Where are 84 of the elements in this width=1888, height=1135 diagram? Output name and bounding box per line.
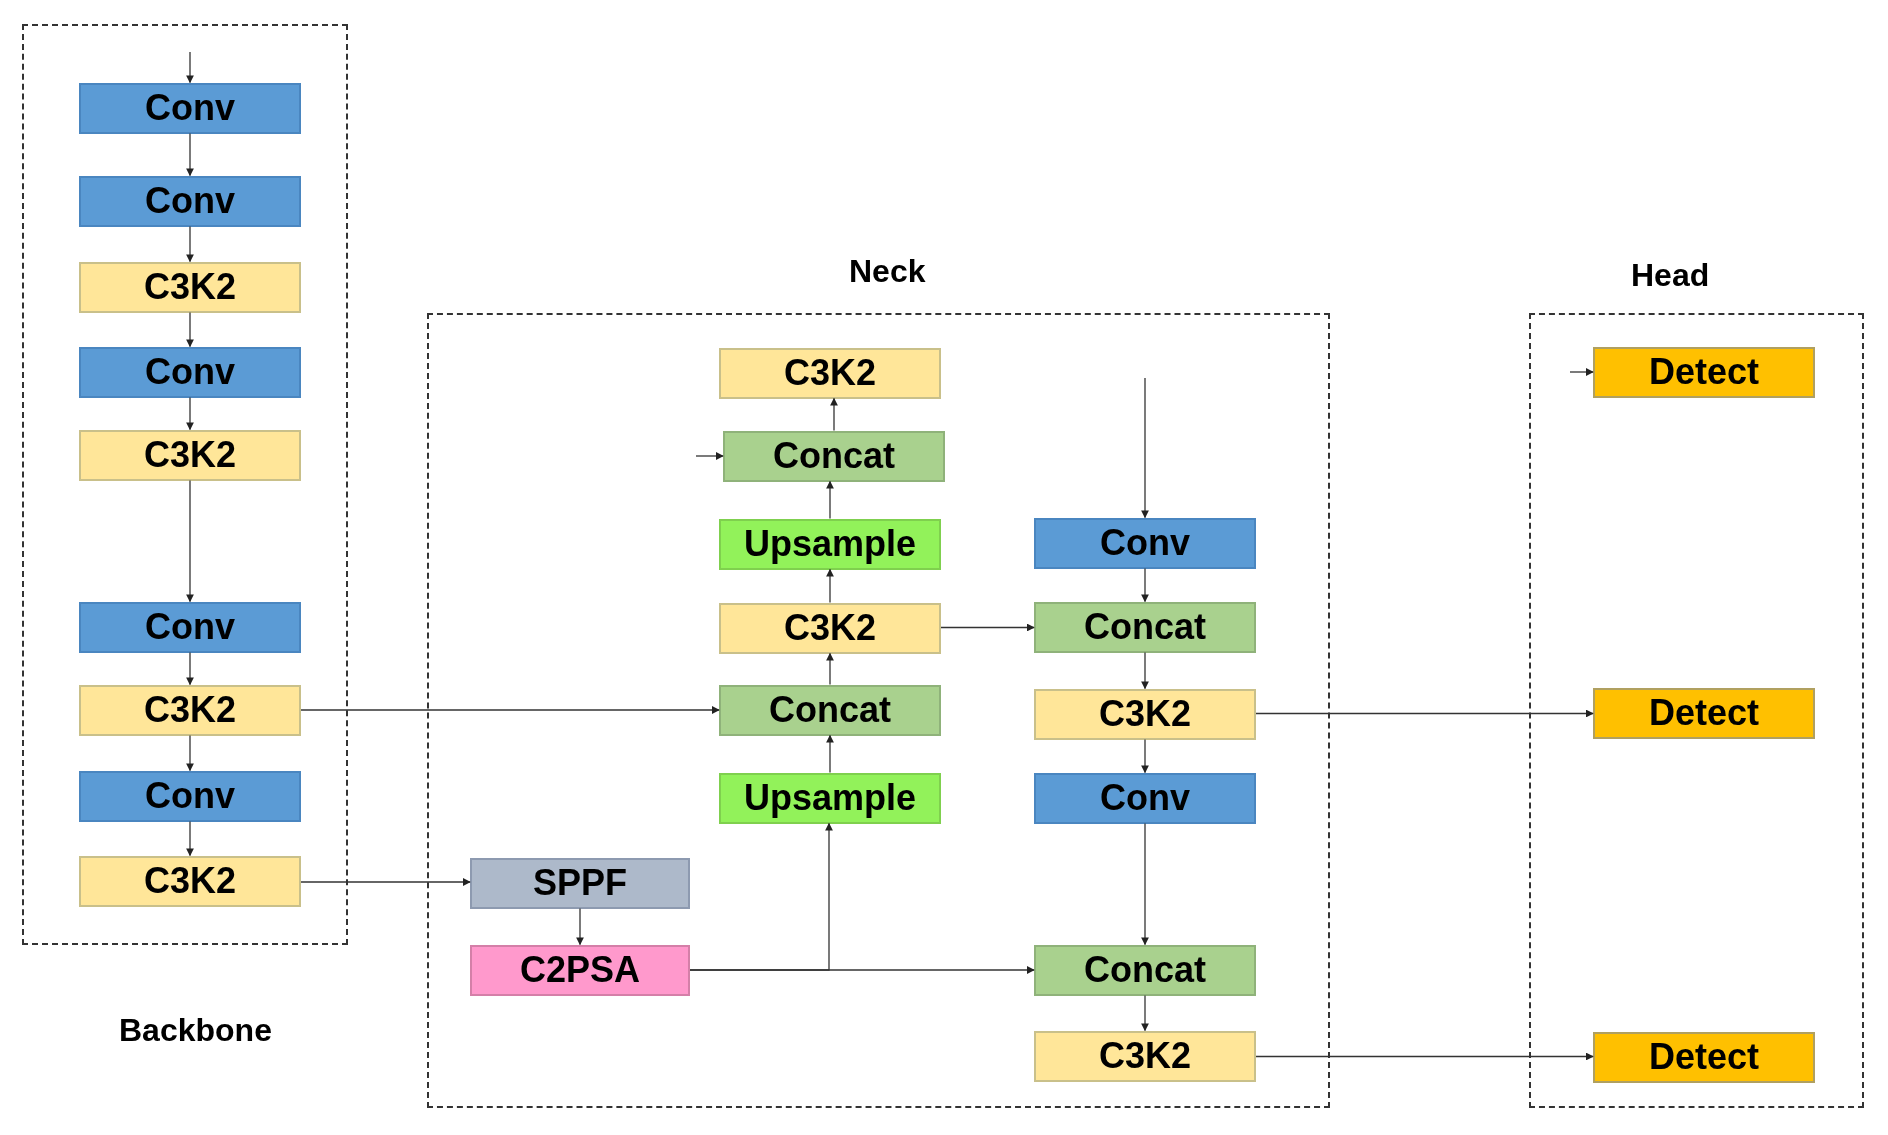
arrow — [186, 132, 194, 177]
concat-block — [723, 430, 945, 482]
arrow — [186, 820, 194, 857]
block-label: C3K2 — [143, 692, 236, 728]
block-label: Conv — [145, 354, 235, 390]
arrow — [689, 966, 1035, 974]
concat-block — [1034, 944, 1256, 996]
conv-block — [1034, 772, 1256, 824]
block-label: Upsample — [743, 780, 917, 816]
c3k2-block — [79, 855, 301, 907]
arrow — [826, 652, 834, 686]
arrow — [695, 452, 724, 460]
block-label: C3K2 — [143, 269, 236, 305]
block-label: Concat — [769, 692, 891, 728]
block-label: Detect — [1648, 354, 1759, 390]
conv-block — [79, 770, 301, 822]
conv-block — [79, 346, 301, 398]
block-label: Detect — [1648, 1039, 1759, 1075]
block-label: Conv — [145, 90, 235, 126]
block-label: C3K2 — [783, 355, 876, 391]
arrow — [1255, 1052, 1594, 1061]
arrow — [1141, 738, 1149, 774]
conv-block — [79, 175, 301, 227]
block-label: Concat — [1084, 609, 1206, 645]
block-label: Conv — [145, 609, 235, 645]
arrow — [186, 651, 194, 686]
block-label: Concat — [1084, 952, 1206, 988]
c3k2-block — [79, 684, 301, 736]
block-label: C2PSA — [519, 952, 640, 988]
arrow — [300, 706, 720, 714]
arrow — [186, 51, 194, 84]
arrow — [1141, 567, 1149, 603]
upsample-block — [719, 518, 941, 570]
upsample-block — [719, 772, 941, 824]
c3k2-block — [1034, 688, 1256, 740]
arrow — [826, 568, 834, 604]
block-label: C3K2 — [143, 437, 236, 473]
block-label: C3K2 — [783, 610, 876, 646]
block-label: Concat — [773, 438, 895, 474]
block-label: Detect — [1648, 695, 1759, 731]
c3k2-block — [1034, 1030, 1256, 1082]
arrow — [186, 225, 194, 263]
detect-block — [1593, 1031, 1815, 1083]
sppf-block — [470, 857, 690, 909]
block-label: C3K2 — [1098, 696, 1191, 732]
block-label: Conv — [1100, 525, 1190, 561]
arrow — [300, 878, 471, 886]
block-label: Upsample — [743, 526, 917, 562]
arrow — [826, 480, 834, 520]
block-label: C3K2 — [143, 863, 236, 899]
block-label: Conv — [1100, 780, 1190, 816]
c3k2-block — [719, 347, 941, 399]
block-label: Conv — [145, 183, 235, 219]
arrow — [1255, 709, 1594, 718]
detect-block — [1593, 346, 1815, 398]
arrow — [186, 396, 194, 431]
c3k2-block — [79, 261, 301, 313]
arrow — [1569, 368, 1594, 376]
conv-block — [79, 82, 301, 134]
conv-block — [79, 601, 301, 653]
group-heading: Backbone — [119, 1012, 272, 1049]
arrow — [186, 311, 194, 348]
arrow — [826, 734, 834, 774]
arrow — [830, 397, 838, 432]
group-heading: Head — [1631, 257, 1710, 294]
block-label: SPPF — [533, 865, 627, 901]
concat-block — [719, 684, 941, 736]
block-label: Conv — [145, 778, 235, 814]
c2psa-block — [470, 944, 690, 996]
concat-block — [1034, 601, 1256, 653]
detect-block — [1593, 687, 1815, 739]
arrow — [1141, 651, 1149, 690]
arrow — [1141, 377, 1149, 519]
arrow — [186, 734, 194, 772]
c3k2-block — [79, 429, 301, 481]
c3k2-block — [719, 602, 941, 654]
arrow — [1141, 994, 1149, 1032]
group-heading: Neck — [849, 253, 926, 290]
arrow — [186, 479, 194, 603]
conv-block — [1034, 517, 1256, 569]
arrow — [576, 907, 584, 946]
block-label: C3K2 — [1098, 1038, 1191, 1074]
arrow — [1141, 822, 1149, 946]
arrow — [940, 623, 1035, 632]
